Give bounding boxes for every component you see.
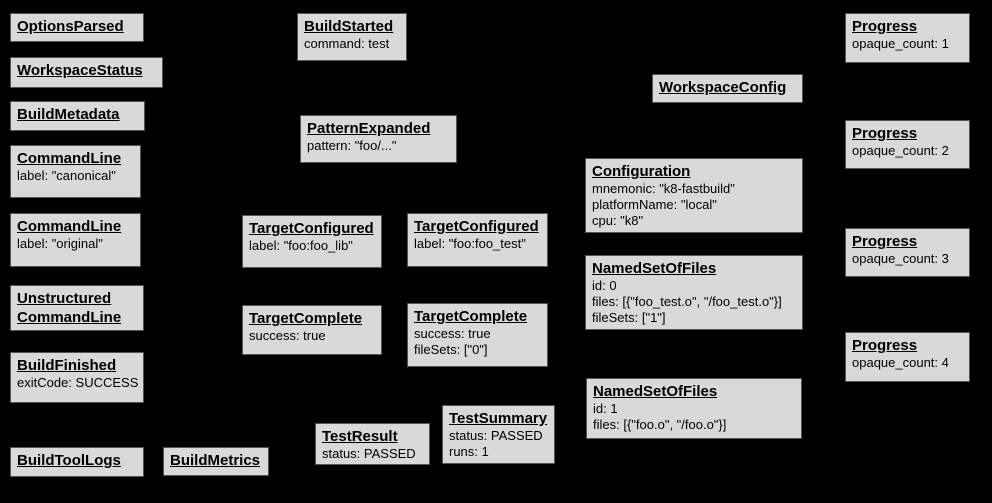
node-field: id: 1 [593,401,618,416]
node-configuration: Configuration mnemonic: "k8-fastbuild" p… [585,158,803,233]
node-title: Progress [852,233,918,250]
node-field: label: "canonical" [17,168,116,183]
node-field: opaque_count: 2 [852,143,949,158]
node-title: Configuration [592,163,691,180]
node-field: status: PASSED [449,428,543,443]
node-title: BuildMetrics [170,452,261,469]
node-title: BuildMetadata [17,106,120,123]
node-field: pattern: "foo/..." [307,138,397,153]
node-target-complete-foo-lib: TargetComplete success: true [242,305,382,355]
node-test-summary: TestSummary status: PASSED runs: 1 [442,405,555,464]
node-field: files: [{"foo_test.o", "/foo_test.o"}] [592,294,782,309]
node-field: success: true [249,328,326,343]
node-field: opaque_count: 4 [852,355,949,370]
node-field: status: PASSED [322,446,416,461]
node-title: Progress [852,125,918,142]
node-field: label: "foo:foo_test" [414,236,526,251]
node-title: CommandLine [17,150,122,167]
node-build-tool-logs: BuildToolLogs [10,447,144,477]
node-title: PatternExpanded [307,120,431,137]
node-field: fileSets: ["0"] [414,342,488,357]
node-field: platformName: "local" [592,197,717,212]
node-field: label: "foo:foo_lib" [249,238,353,253]
node-field: id: 0 [592,278,617,293]
node-build-started: BuildStarted command: test [297,13,407,61]
node-title: CommandLine [17,218,122,235]
node-target-configured-foo-lib: TargetConfigured label: "foo:foo_lib" [242,215,382,268]
node-title: TestSummary [449,410,548,427]
node-title: TargetConfigured [249,220,374,237]
node-field: runs: 1 [449,444,489,459]
node-field: fileSets: ["1"] [592,310,666,325]
node-title: BuildFinished [17,357,117,374]
node-title: NamedSetOfFiles [592,260,717,277]
node-title: TargetComplete [414,308,528,325]
node-named-set-of-files-1: NamedSetOfFiles id: 1 files: [{"foo.o", … [586,378,802,439]
node-build-metrics: BuildMetrics [163,447,269,476]
node-field: mnemonic: "k8-fastbuild" [592,181,735,196]
node-title: WorkspaceConfig [659,79,787,96]
node-title: TargetComplete [249,310,363,327]
node-progress-1: Progress opaque_count: 1 [845,13,970,63]
node-title: Progress [852,337,918,354]
node-target-complete-foo-test: TargetComplete success: true fileSets: [… [407,303,548,367]
node-field: exitCode: SUCCESS [17,375,139,390]
node-field: opaque_count: 1 [852,36,949,51]
node-target-configured-foo-test: TargetConfigured label: "foo:foo_test" [407,213,548,267]
node-workspace-config: WorkspaceConfig [652,74,803,103]
node-options-parsed: OptionsParsed [10,13,144,42]
node-build-finished: BuildFinished exitCode: SUCCESS [10,352,144,403]
node-title: NamedSetOfFiles [593,383,718,400]
node-title: BuildStarted [304,18,394,35]
node-field: label: "original" [17,236,103,251]
node-title: TargetConfigured [414,218,539,235]
node-field: success: true [414,326,491,341]
node-title: TestResult [322,428,398,445]
node-test-result: TestResult status: PASSED [315,423,430,465]
node-build-metadata: BuildMetadata [10,101,145,131]
node-command-line-canonical: CommandLine label: "canonical" [10,145,141,198]
node-field: files: [{"foo.o", "/foo.o"}] [593,417,727,432]
node-field: opaque_count: 3 [852,251,949,266]
node-command-line-original: CommandLine label: "original" [10,213,141,267]
node-named-set-of-files-0: NamedSetOfFiles id: 0 files: [{"foo_test… [585,255,803,330]
node-title: Progress [852,18,918,35]
node-title: WorkspaceStatus [17,62,143,79]
node-workspace-status: WorkspaceStatus [10,57,163,88]
node-progress-3: Progress opaque_count: 3 [845,228,970,277]
node-progress-4: Progress opaque_count: 4 [845,332,970,382]
node-field: command: test [304,36,390,51]
node-unstructured-command-line: Unstructured CommandLine [10,285,144,331]
node-title: OptionsParsed [17,18,124,35]
node-title: Unstructured CommandLine [17,290,122,326]
node-title: BuildToolLogs [17,452,121,469]
node-field: cpu: "k8" [592,213,644,228]
node-progress-2: Progress opaque_count: 2 [845,120,970,169]
node-pattern-expanded: PatternExpanded pattern: "foo/..." [300,115,457,163]
